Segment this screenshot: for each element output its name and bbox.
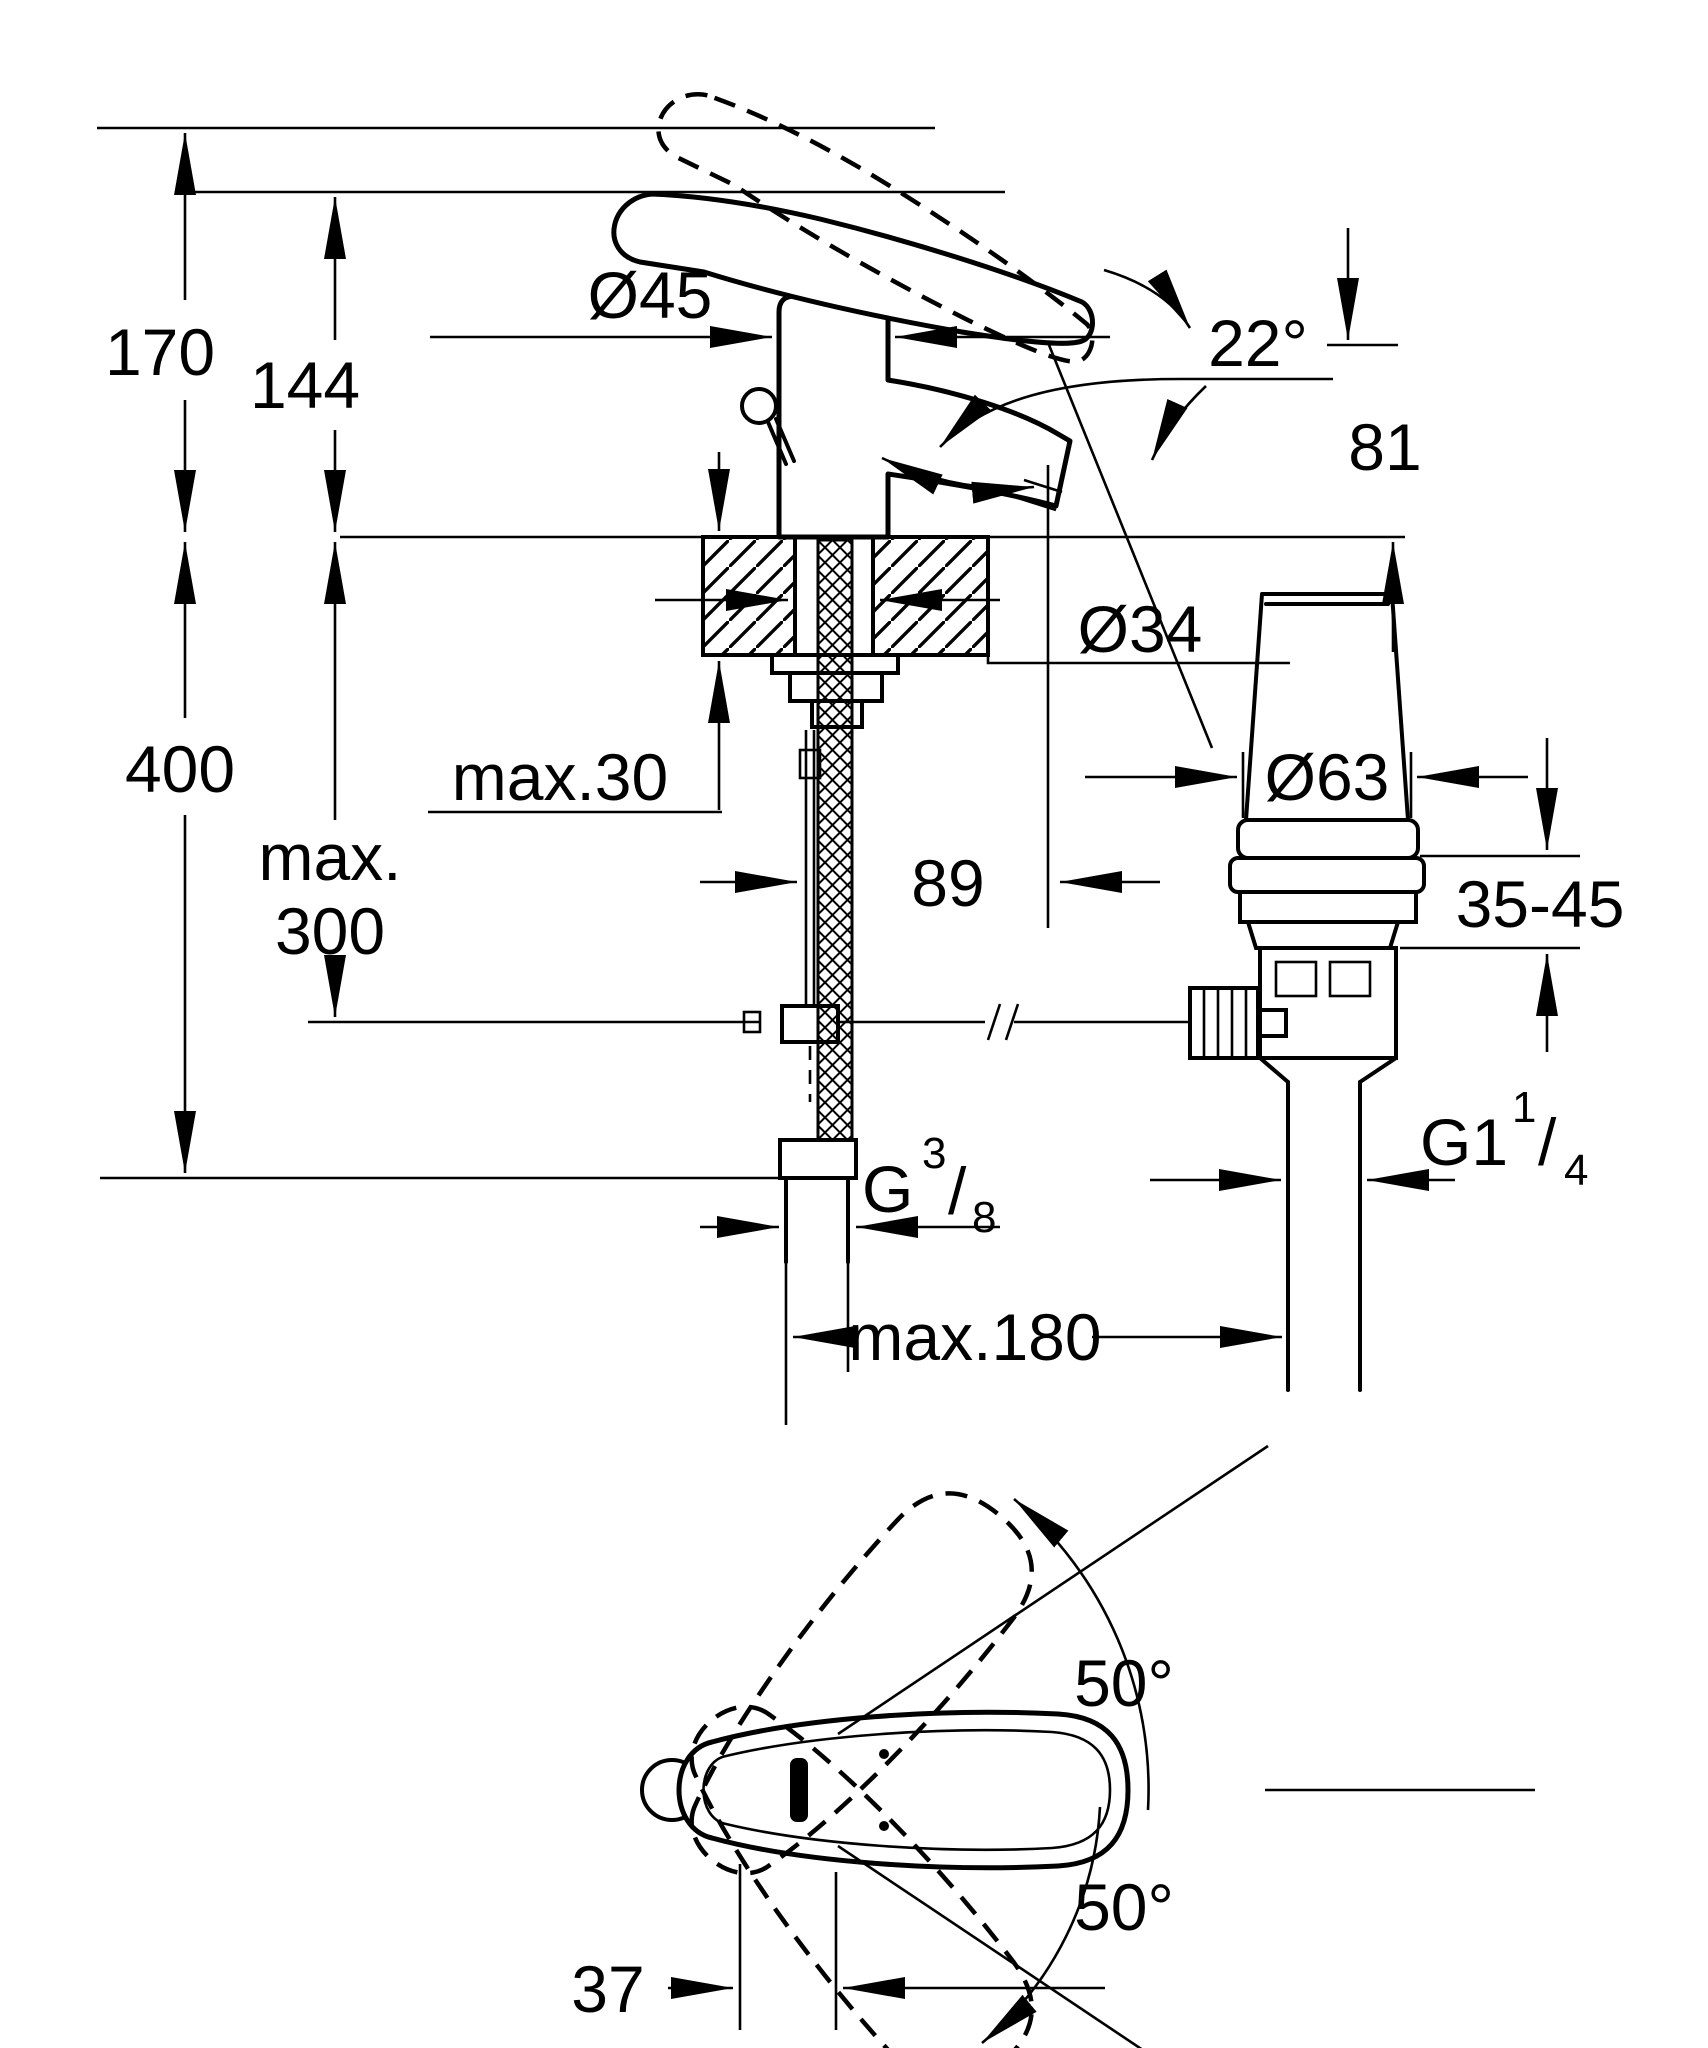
handle-outline <box>676 1709 1131 1871</box>
counter-slab-right <box>871 535 990 657</box>
dim-below-depth-400: 400 <box>125 542 235 1173</box>
handle-cartridge-mark <box>790 1758 808 1822</box>
swing-ray-upper <box>837 1444 1269 1736</box>
dim-body-diameter-45: Ø45 <box>430 258 1110 348</box>
waste-thread-num: 1 <box>1512 1083 1536 1132</box>
dim-total-height-170: 170 <box>105 133 215 532</box>
lever-swing-arrow <box>1103 268 1192 329</box>
handle-top-view <box>640 1709 1131 1871</box>
angle-leader <box>939 377 1333 448</box>
handle-lower-outline <box>689 1704 1035 2048</box>
dim-swing-lower-50: 50° <box>1074 1870 1174 1944</box>
waste-thread-slash: / <box>1538 1105 1557 1179</box>
horizontal-linkage-rod <box>308 1003 1190 1041</box>
handle-dot-top <box>879 1749 889 1759</box>
swing-ray-lower <box>837 1844 1143 2048</box>
pull-rod-knob-stem <box>766 417 796 466</box>
stream-inclined-line <box>1047 344 1214 749</box>
rod-coupler <box>798 748 822 780</box>
dim-rod-max-prefix-label: max. <box>258 820 401 894</box>
dim-lever-height-label: 144 <box>250 348 360 422</box>
dim-spout-angle-label: 22° <box>1208 306 1308 380</box>
waste-seal-lower <box>1238 890 1418 924</box>
waste-taper-lines <box>1258 1056 1398 1084</box>
dim-waste-offset-max180: max.180 <box>784 1240 1282 1425</box>
waste-thread-den: 4 <box>1564 1146 1588 1195</box>
dim-swing-lower-label: 50° <box>1074 1870 1174 1944</box>
adjusting-nut <box>1188 986 1260 1060</box>
supply-thread-g: G <box>862 1152 913 1226</box>
handle-dot-bottom <box>879 1821 889 1831</box>
waste-cup <box>1244 592 1410 822</box>
pull-rod-knob <box>740 387 778 425</box>
dim-swing-upper-label: 50° <box>1074 1646 1174 1720</box>
dim-basin-thickness-35-45: 35-45 <box>1400 738 1624 1052</box>
dim-spout-projection-89: 89 <box>700 846 1160 920</box>
dim-basin-thickness-label: 35-45 <box>1456 867 1625 941</box>
spout-angle-construction <box>881 344 1333 928</box>
dim-lever-height-144: 144 <box>250 197 360 532</box>
dim-handle-offset-37: 37 <box>571 1864 1105 2030</box>
waste-body <box>1258 946 1398 1060</box>
dim-swing-upper-50: 50° <box>1074 1646 1174 1720</box>
swing-construction <box>837 1444 1535 2048</box>
braided-hose <box>816 538 854 1142</box>
rod-break-marks <box>986 1003 1020 1041</box>
supply-thread-den: 8 <box>972 1193 996 1242</box>
supply-thread-slash: / <box>948 1154 967 1228</box>
dim-waste-offset-label: max.180 <box>848 1300 1101 1374</box>
dim-shank-diameter-label: Ø34 <box>1078 592 1203 666</box>
hose-connector-nut <box>778 1138 858 1180</box>
supply-thread-num: 3 <box>922 1129 946 1178</box>
waste-seal-taper <box>1245 920 1401 950</box>
dim-spout-angle-22: 22° <box>1208 306 1308 380</box>
waste-flange <box>1236 818 1420 860</box>
lever-outline <box>611 191 1095 346</box>
angle-arc-right <box>1150 385 1207 461</box>
handle-rotated-dashed-upper <box>689 1491 1035 1876</box>
dim-below-depth-label: 400 <box>125 732 235 806</box>
dim-deck-thickness-label: max.30 <box>452 740 668 814</box>
swing-arc-upper <box>1013 1498 1150 1811</box>
handle-rotated-dashed-lower <box>689 1704 1035 2048</box>
handle-upper-outline <box>689 1491 1035 1876</box>
dim-rod-max-300: max. 300 <box>258 542 402 1017</box>
side-view: 170 144 400 max. 300 max.30 Ø45 <box>97 92 1624 1425</box>
top-view: 50° 50° 37 <box>571 1444 1535 2048</box>
angle-arc-left <box>881 456 1035 504</box>
dim-handle-offset-label: 37 <box>571 1952 644 2026</box>
pop-up-waste <box>1188 592 1426 1392</box>
counter-slab-left <box>701 535 797 657</box>
lever-solid <box>611 191 1095 346</box>
dim-flange-diameter-label: Ø63 <box>1265 740 1390 814</box>
dim-body-diameter-label: Ø45 <box>588 258 713 332</box>
swing-arc-lower <box>981 1806 1102 2044</box>
dim-waste-thread-g114: G1 1 / 4 <box>1150 1083 1588 1195</box>
handle-inner-line <box>702 1728 1112 1852</box>
ball-joint-pin <box>1256 1008 1288 1038</box>
waste-slot-left <box>1274 960 1318 998</box>
dim-total-height-label: 170 <box>105 315 215 389</box>
rod-clamp <box>780 1004 840 1044</box>
dim-shank-diameter-34: Ø34 <box>655 589 1290 666</box>
dim-supply-thread-g38: G 3 / 8 <box>700 1129 1000 1372</box>
dim-deck-thickness-max30: max.30 <box>428 452 730 814</box>
adjusting-nut-knurl <box>1202 988 1248 1058</box>
waste-slot-right <box>1328 960 1372 998</box>
dim-spout-height-label: 81 <box>1348 410 1421 484</box>
dim-spout-projection-label: 89 <box>911 846 984 920</box>
dim-spout-height-81: 81 <box>1327 228 1422 652</box>
dim-flange-diameter-63: Ø63 <box>1085 740 1528 818</box>
waste-seal-upper <box>1228 856 1426 894</box>
waste-thread-g: G1 <box>1420 1105 1508 1179</box>
dim-rod-max-value-label: 300 <box>275 894 385 968</box>
